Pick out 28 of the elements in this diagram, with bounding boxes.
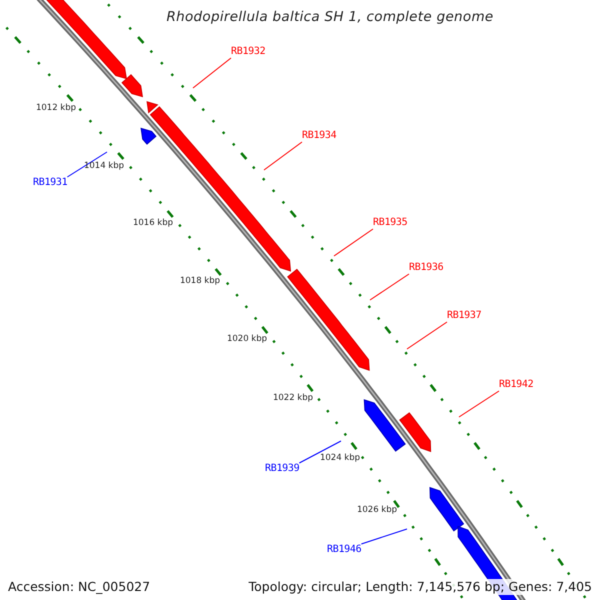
scale-label: 1024 kbp — [320, 453, 360, 463]
gene-label: RB1946 — [327, 544, 362, 556]
footer-text: Topology: circular; Length: 7,145,576 bp; Genes: 7,405 — [246, 579, 594, 595]
gene-label: RB1934 — [302, 130, 336, 142]
leader-line — [334, 228, 374, 256]
leader-line — [192, 58, 232, 88]
leader-line — [370, 274, 410, 300]
leader-line — [66, 152, 108, 178]
gene-label: RB1935 — [373, 217, 408, 229]
scale-label: 1022 kbp — [272, 393, 314, 403]
leader-line — [360, 528, 408, 544]
gene-label: RB1937 — [447, 310, 482, 322]
gene-label: RB1942 — [499, 379, 534, 391]
scale-label: 1012 kbp — [36, 103, 76, 113]
gene-label: RB1936 — [409, 262, 444, 274]
scale-label: 1018 kbp — [180, 276, 220, 286]
leader-line — [458, 390, 500, 418]
leader-line — [264, 142, 302, 170]
gene-label: RB1931 — [33, 177, 68, 189]
gene-label: RB1939 — [265, 463, 300, 475]
leader-line — [406, 322, 448, 350]
leader-line — [298, 440, 342, 464]
scale-label: 1020 kbp — [226, 334, 268, 344]
scale-label: 1026 kbp — [356, 505, 398, 515]
map-title: Rhodopirellula baltica SH 1, complete genome — [165, 9, 495, 25]
scale-label: 1014 kbp — [84, 161, 124, 171]
gene-label: RB1932 — [231, 46, 266, 58]
scale-label: 1016 kbp — [132, 218, 174, 228]
